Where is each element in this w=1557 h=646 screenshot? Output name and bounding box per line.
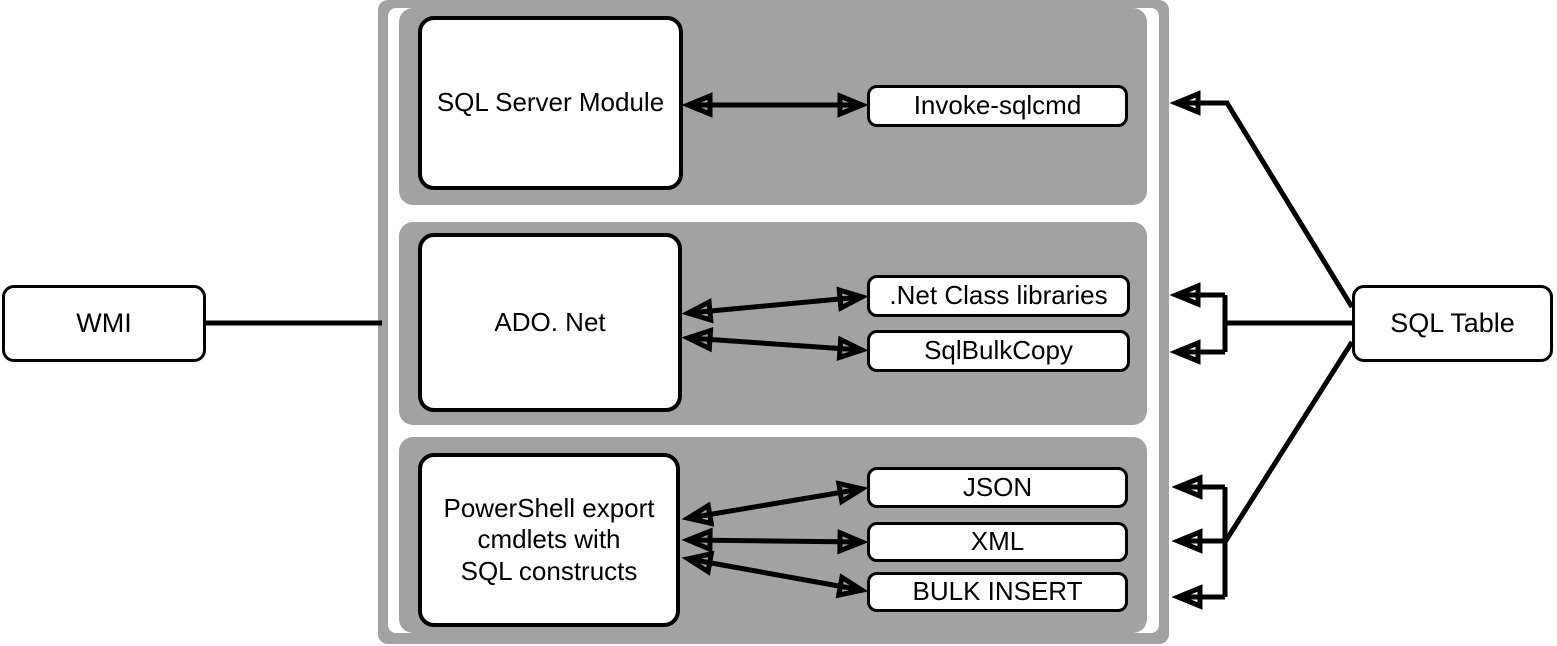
node-ado-net-label: ADO. Net [494, 306, 606, 337]
node-bulk-insert-label: BULK INSERT [912, 576, 1083, 607]
node-sqlbulkcopy: SqlBulkCopy [867, 330, 1130, 372]
node-ado-net: ADO. Net [418, 233, 682, 412]
node-wmi: WMI [2, 285, 206, 362]
node-json-label: JSON [962, 471, 1033, 502]
node-wmi-label: WMI [76, 308, 132, 339]
node-powershell-export: PowerShell export cmdlets with SQL const… [418, 453, 680, 627]
line-sqltable-bottom-diagonal [1222, 340, 1355, 544]
node-net-class-libraries: .Net Class libraries [867, 275, 1130, 317]
arrow-sqltable-invokesqlcmd [1169, 90, 1355, 309]
node-invoke-sqlcmd-label: Invoke-sqlcmd [913, 90, 1082, 121]
node-invoke-sqlcmd: Invoke-sqlcmd [867, 85, 1128, 127]
node-sql-table: SQL Table [1352, 285, 1553, 362]
node-sql-table-label: SQL Table [1390, 308, 1515, 339]
node-sql-server-module-label: SQL Server Module [436, 87, 665, 118]
node-xml: XML [867, 522, 1128, 562]
node-powershell-export-label: PowerShell export cmdlets with SQL const… [443, 493, 655, 586]
node-sql-server-module: SQL Server Module [418, 16, 683, 190]
node-json: JSON [867, 467, 1128, 508]
node-xml-label: XML [970, 526, 1025, 557]
node-bulk-insert: BULK INSERT [867, 572, 1128, 612]
node-net-class-libraries-label: .Net Class libraries [889, 280, 1108, 311]
node-sqlbulkcopy-label: SqlBulkCopy [924, 335, 1073, 366]
